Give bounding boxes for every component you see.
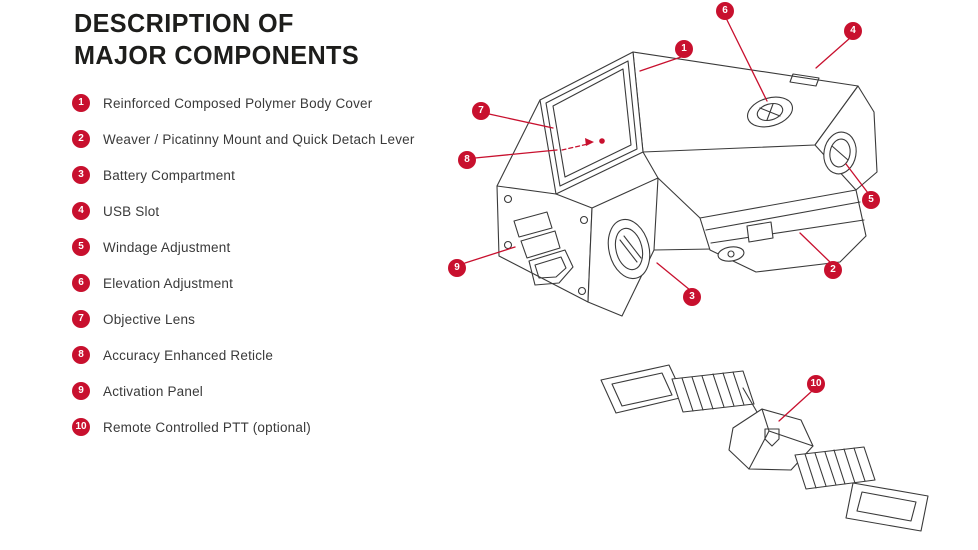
component-legend: 1 Reinforced Composed Polymer Body Cover… [72,94,415,454]
callout-badge-5: 5 [862,191,880,209]
elevation-adjustment-knob [747,96,793,128]
leader-8 [474,149,558,159]
component-number-badge: 2 [72,130,90,148]
callout-badge-7: 7 [472,102,490,120]
component-label: Elevation Adjustment [103,275,234,291]
component-label: Battery Compartment [103,167,236,183]
leader-7 [488,113,554,129]
component-number-badge: 9 [72,382,90,400]
component-label: USB Slot [103,203,160,219]
ptt-emblem [764,428,780,447]
sight-line-drawing [496,51,878,317]
component-label: Accuracy Enhanced Reticle [103,347,274,363]
page-title: DESCRIPTION OF MAJOR COMPONENTS [74,8,359,71]
callout-badge-8: 8 [458,151,476,169]
legend-item-7: 7 Objective Lens [72,310,415,328]
component-label: Objective Lens [103,311,196,327]
leader-1 [639,55,685,72]
component-number-badge: 3 [72,166,90,184]
legend-item-1: 1 Reinforced Composed Polymer Body Cover [72,94,415,112]
ptt-line-drawing [600,364,929,532]
component-label: Weaver / Picatinny Mount and Quick Detac… [103,131,415,147]
component-number-badge: 8 [72,346,90,364]
callout-badge-2: 2 [824,261,842,279]
callout-badge-10: 10 [807,375,825,393]
reticle-dot [599,138,605,144]
component-number-badge: 1 [72,94,90,112]
leader-9 [464,246,516,264]
usb-slot [789,73,820,87]
legend-item-9: 9 Activation Panel [72,382,415,400]
objective-lens-hood [539,51,644,195]
leader-5 [845,163,869,194]
callout-badge-6: 6 [716,2,734,20]
leader-10 [778,390,813,422]
callout-badge-4: 4 [844,22,862,40]
legend-item-2: 2 Weaver / Picatinny Mount and Quick Det… [72,130,415,148]
component-label: Activation Panel [103,383,204,399]
legend-item-8: 8 Accuracy Enhanced Reticle [72,346,415,364]
callout-leader-lines [464,19,869,422]
leader-3 [656,262,691,291]
legend-item-4: 4 USB Slot [72,202,415,220]
leader-2 [799,232,832,264]
component-number-badge: 4 [72,202,90,220]
page-title-line1: DESCRIPTION OF [74,8,294,38]
legend-item-10: 10 Remote Controlled PTT (optional) [72,418,415,436]
windage-adjustment-knob [823,131,857,175]
component-number-badge: 10 [72,418,90,436]
component-number-badge: 7 [72,310,90,328]
leader-8-dashed [561,143,589,151]
legend-item-6: 6 Elevation Adjustment [72,274,415,292]
callout-badge-1: 1 [675,40,693,58]
component-label: Remote Controlled PTT (optional) [103,419,311,435]
callout-badge-9: 9 [448,259,466,277]
page-title-line2: MAJOR COMPONENTS [74,39,360,70]
leader-4 [815,37,851,69]
callout-badge-3: 3 [683,288,701,306]
leader-6 [726,19,768,102]
component-number-badge: 6 [72,274,90,292]
quick-detach-lever [717,246,745,262]
legend-item-5: 5 Windage Adjustment [72,238,415,256]
component-label: Windage Adjustment [103,239,231,255]
activation-panel-buttons [513,211,574,286]
legend-item-3: 3 Battery Compartment [72,166,415,184]
component-label: Reinforced Composed Polymer Body Cover [103,95,373,111]
component-number-badge: 5 [72,238,90,256]
leader-8-arrowhead [585,138,594,146]
housing-screws [503,194,589,296]
battery-compartment-cap [607,218,651,280]
